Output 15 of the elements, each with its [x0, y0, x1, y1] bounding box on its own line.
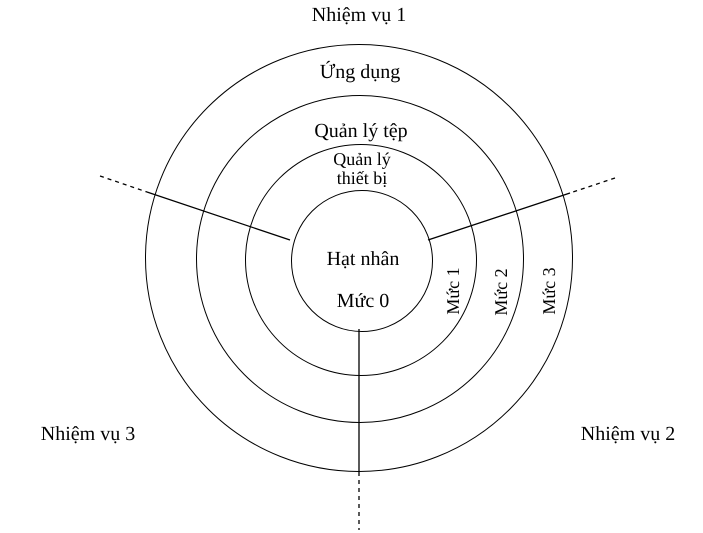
task-label: Nhiệm vụ 2	[580, 423, 676, 445]
layer-ring	[196, 95, 524, 423]
layer-name: Quản lý thiết bị	[332, 150, 392, 188]
layer-name: Ứng dụng	[318, 61, 402, 83]
level-label: Mức 2	[491, 268, 511, 316]
layer-ring	[145, 44, 573, 472]
layer-ring	[245, 144, 477, 376]
level-label: Mức 3	[539, 267, 559, 315]
level-label: Mức 0	[336, 290, 390, 312]
task-label: Nhiệm vụ 1	[312, 4, 406, 26]
layer-ring	[291, 190, 433, 332]
layer-name: Quản lý tệp	[313, 120, 409, 142]
level-label: Mức 1	[443, 267, 463, 315]
task-label: Nhiệm vụ 3	[40, 423, 136, 445]
layer-name: Hạt nhân	[326, 248, 400, 270]
